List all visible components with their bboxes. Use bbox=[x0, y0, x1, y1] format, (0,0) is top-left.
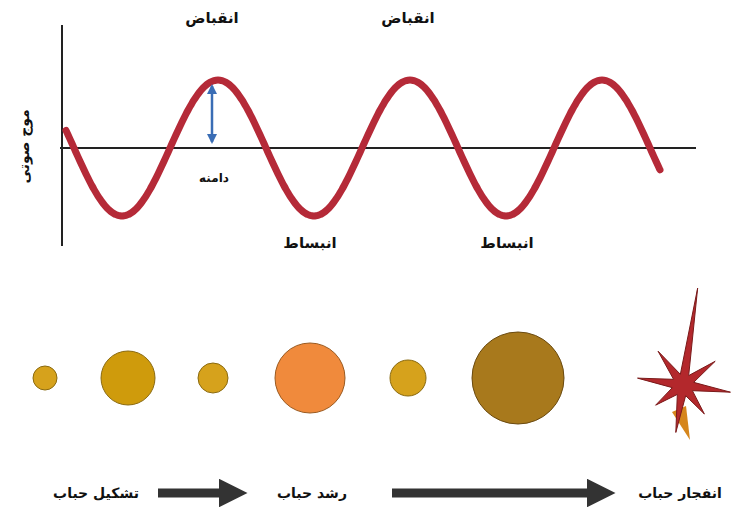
amplitude-label: دامنه bbox=[199, 171, 229, 185]
stage-label: رشد حباب bbox=[277, 485, 347, 502]
axis-label: موج صوتی bbox=[16, 109, 33, 183]
compression-label: انقباض bbox=[381, 9, 435, 27]
y-axis bbox=[61, 25, 63, 246]
bubble bbox=[275, 343, 345, 413]
stage-label: انفجار حباب bbox=[638, 485, 722, 502]
bubble-burst bbox=[638, 288, 731, 432]
stage-label: تشکیل حباب bbox=[53, 485, 139, 502]
bubble bbox=[101, 351, 155, 405]
bubble bbox=[390, 360, 426, 396]
amplitude-arrow bbox=[211, 86, 214, 142]
process-arrow bbox=[158, 489, 236, 498]
rarefaction-label: انبساط bbox=[283, 234, 336, 252]
process-arrow bbox=[392, 489, 604, 498]
rarefaction-label: انبساط bbox=[480, 234, 533, 252]
x-axis bbox=[60, 147, 696, 149]
sound-wave bbox=[66, 80, 660, 216]
bubble bbox=[198, 363, 228, 393]
bubble bbox=[472, 332, 564, 424]
bubble bbox=[33, 366, 57, 390]
compression-label: انقباض bbox=[185, 9, 239, 27]
